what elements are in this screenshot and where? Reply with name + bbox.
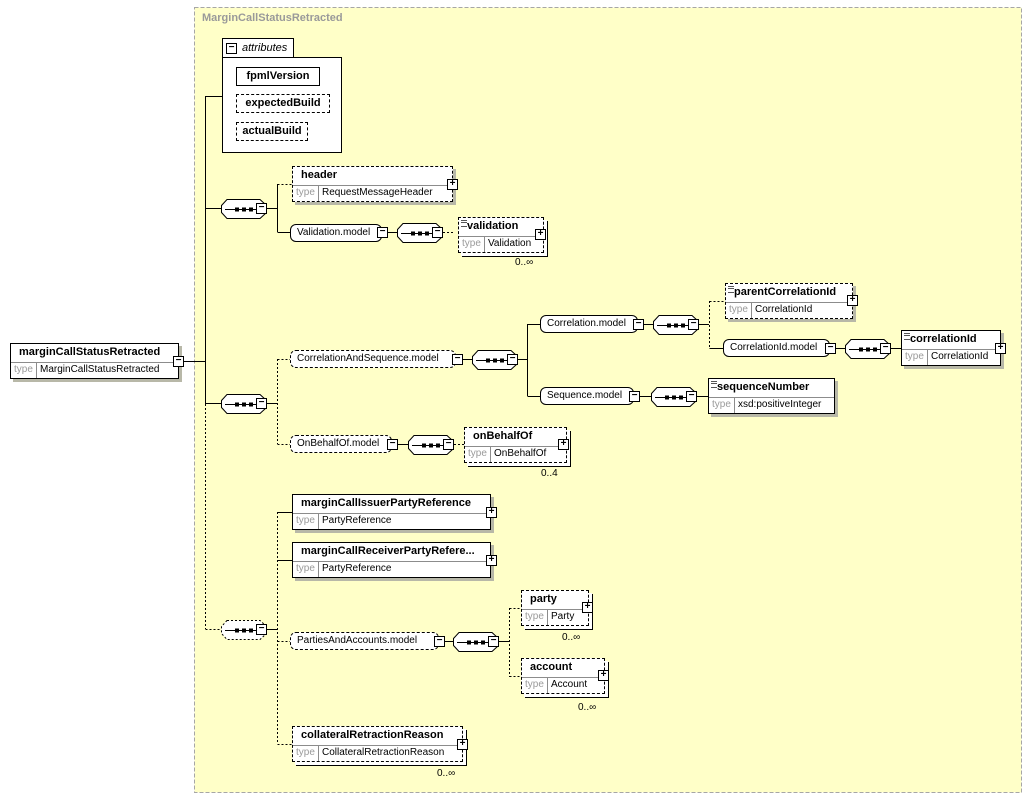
collapse-icon[interactable]: − <box>256 398 267 409</box>
occurrence-party: 0..∞ <box>562 632 581 643</box>
occurrence-on-behalf-of: 0..4 <box>541 468 558 479</box>
collapse-icon[interactable]: − <box>686 391 697 402</box>
collapse-icon[interactable]: − <box>432 227 443 238</box>
documentation-icon <box>728 286 734 293</box>
collapse-icon[interactable]: − <box>452 354 463 365</box>
collapse-icon[interactable]: − <box>825 343 836 354</box>
group-correlation-model[interactable]: Correlation.model <box>540 315 638 333</box>
sequence-compositor[interactable] <box>221 394 267 414</box>
expand-icon[interactable]: + <box>995 343 1006 354</box>
expand-icon[interactable]: + <box>847 295 858 306</box>
group-on-behalf-of-model[interactable]: OnBehalfOf.model <box>290 435 392 453</box>
collapse-icon[interactable]: − <box>256 203 267 214</box>
root-element-type: MarginCallStatusRetracted <box>40 364 160 375</box>
group-parties-and-accounts-model[interactable]: PartiesAndAccounts.model <box>290 632 439 650</box>
collapse-icon[interactable]: − <box>226 43 237 54</box>
expand-icon[interactable]: + <box>558 439 569 450</box>
expand-icon[interactable]: + <box>535 229 546 240</box>
root-element-type-row: type MarginCallStatusRetracted <box>11 362 178 378</box>
collapse-icon[interactable]: − <box>633 319 644 330</box>
expand-icon[interactable]: + <box>486 555 497 566</box>
group-validation-model[interactable]: Validation.model <box>290 224 382 242</box>
documentation-icon <box>711 381 717 388</box>
expand-icon[interactable]: + <box>457 739 468 750</box>
container-title: MarginCallStatusRetracted <box>202 12 343 24</box>
attribute-expectedbuild[interactable]: expectedBuild <box>236 94 330 113</box>
collapse-icon[interactable]: − <box>443 439 454 450</box>
collapse-icon[interactable]: − <box>434 636 445 647</box>
documentation-icon <box>461 220 467 227</box>
occurrence-collateral-retraction-reason: 0..∞ <box>437 768 456 779</box>
sequence-compositor[interactable] <box>845 339 891 359</box>
collapse-icon[interactable]: − <box>256 624 267 635</box>
occurrence-validation: 0..∞ <box>515 257 534 268</box>
collapse-icon[interactable]: − <box>377 227 388 238</box>
collapse-icon[interactable]: − <box>629 391 640 402</box>
attribute-actualbuild[interactable]: actualBuild <box>236 122 308 141</box>
collapse-icon[interactable]: − <box>688 319 699 330</box>
collapse-icon[interactable]: − <box>507 354 518 365</box>
expand-icon[interactable]: + <box>447 179 458 190</box>
root-element-name: marginCallStatusRetracted <box>19 346 161 358</box>
group-correlation-id-model[interactable]: CorrelationId.model <box>723 339 830 357</box>
documentation-icon <box>904 333 910 340</box>
sequence-compositor[interactable] <box>472 350 518 370</box>
collapse-icon[interactable]: − <box>880 343 891 354</box>
collapse-icon[interactable]: − <box>173 356 184 367</box>
expand-icon[interactable]: + <box>598 670 609 681</box>
group-sequence-model[interactable]: Sequence.model <box>540 387 634 405</box>
attribute-fpmlversion[interactable]: fpmlVersion <box>236 67 320 86</box>
collapse-icon[interactable]: − <box>387 439 398 450</box>
attributes-label: attributes <box>242 42 288 54</box>
root-element[interactable]: marginCallStatusRetracted type MarginCal… <box>10 343 179 379</box>
collapse-icon[interactable]: − <box>488 636 499 647</box>
sequence-compositor[interactable] <box>653 315 699 335</box>
group-correlation-and-sequence-model[interactable]: CorrelationAndSequence.model <box>290 350 456 368</box>
expand-icon[interactable]: + <box>582 602 593 613</box>
attributes-tab[interactable]: − attributes <box>222 38 294 58</box>
expand-icon[interactable]: + <box>486 507 497 518</box>
occurrence-account: 0..∞ <box>578 702 597 713</box>
